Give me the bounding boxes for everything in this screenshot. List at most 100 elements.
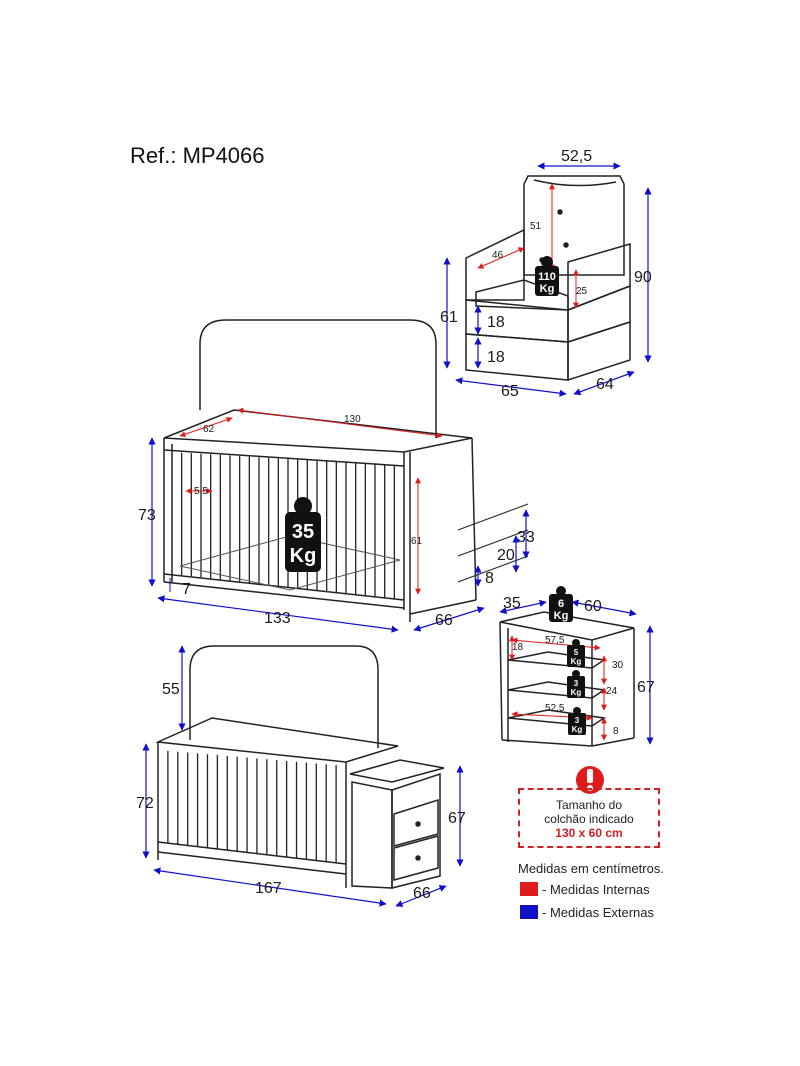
combo-base-rail: [157, 851, 347, 875]
svg-text:Kg: Kg: [571, 657, 582, 666]
crib-front-rail: [163, 449, 405, 467]
dresser-shelf-1: [507, 651, 607, 669]
mattress-size: 130 x 60 cm: [555, 826, 623, 840]
combo-drawer-2: [393, 835, 439, 881]
svg-text:Kg: Kg: [540, 283, 555, 295]
armchair-back-height: 51: [530, 221, 542, 232]
external-swatch: [520, 905, 538, 919]
mattress-notice: Tamanho do colchão indicado 130 x 60 cm: [518, 788, 660, 848]
combo-bottom-rail: [157, 841, 347, 865]
armchair-seat-depth: 46: [492, 250, 504, 261]
armchair-cushion-top: [533, 179, 617, 187]
armchair-width-top: 52,5: [561, 148, 592, 165]
crib-inner-height: 61: [411, 536, 423, 547]
legend-title: Medidas em centímetros.: [518, 861, 664, 876]
crib-bottom-rail: [163, 573, 405, 601]
dresser-drawing: [499, 611, 635, 747]
combo-headboard-height: 55: [162, 681, 180, 698]
combo-dresser-height: 67: [448, 810, 466, 827]
crib-headboard: [199, 319, 437, 438]
armchair-arm-height: 25: [576, 286, 588, 297]
svg-text:3: 3: [574, 679, 579, 688]
svg-text:110: 110: [538, 271, 556, 283]
crib-base-level-1: 33: [517, 529, 535, 546]
dresser-shelf-weight-icon-3: 3 Kg: [568, 707, 586, 735]
svg-text:35: 35: [292, 521, 314, 543]
dresser-drawer-height-1: 30: [612, 660, 624, 671]
armchair-cushion-2: [465, 333, 569, 381]
armchair-side-height: 61: [440, 309, 458, 326]
crib-mattress-base: [179, 535, 401, 591]
combo-slats: [167, 750, 337, 863]
svg-text:5: 5: [574, 648, 579, 657]
combo-drawing: [155, 645, 445, 889]
armchair-right-arm: [567, 243, 631, 312]
dresser-base-side: [591, 737, 635, 747]
crib-inner-length: 130: [344, 414, 361, 425]
dresser-inner-width-top: 57,5: [545, 635, 565, 646]
dresser-shelf-weight-icon-2: 3 Kg: [567, 670, 585, 698]
dresser-shelf-2: [507, 681, 607, 699]
armchair-left-arm: [465, 228, 525, 301]
armchair-backrest: [523, 175, 625, 276]
internal-swatch: [520, 882, 538, 896]
combo-depth: 66: [413, 885, 431, 902]
armchair-cushion-2-side: [567, 320, 631, 382]
dresser-inner-width-bottom: 52,5: [545, 703, 565, 714]
crib-inner-width: 62: [203, 424, 215, 435]
dresser-drawer-height-2: 24: [606, 686, 618, 697]
combo-length: 167: [255, 880, 282, 897]
combo-headboard: [189, 645, 379, 748]
crib-drawing: [163, 319, 477, 622]
svg-text:Kg: Kg: [290, 545, 317, 567]
crib-total-height: 73: [138, 507, 156, 524]
combo-dresser-side: [351, 781, 393, 889]
armchair-total-height: 90: [634, 269, 652, 286]
combo-dimensions: 55 72 67 167 66: [136, 645, 466, 907]
armchair-width: 65: [501, 383, 519, 400]
combo-dresser-front: [391, 772, 441, 889]
dresser-base: [501, 739, 593, 747]
crib-base-level-3: 8: [485, 570, 494, 587]
dresser-shelf-top: 18: [512, 642, 524, 653]
armchair-depth: 64: [596, 376, 614, 393]
crib-weight-icon: 35 Kg: [285, 497, 321, 572]
armchair-weight-icon: 110 Kg: [535, 256, 559, 296]
dresser-drawer-height-3: 8: [613, 726, 619, 737]
crib-slat-gap: 5,5: [194, 486, 208, 497]
dresser-left-side: [499, 621, 503, 741]
armchair-cushion-1: 18: [487, 314, 505, 331]
armchair-button: [563, 242, 569, 248]
crib-base-level-2: 20: [497, 547, 515, 564]
crib-dimensions: 130 62 5,5 61 73 7 133 66 33 20 8: [138, 407, 535, 633]
dresser-width: 60: [584, 598, 602, 615]
combo-drawer-1: [393, 798, 439, 847]
combo-dresser-top: [349, 759, 445, 783]
crib-slats: [181, 452, 395, 599]
svg-text:Kg: Kg: [554, 610, 569, 622]
crib-length: 133: [264, 610, 291, 627]
svg-text:6: 6: [558, 598, 564, 610]
legend-internal: - Medidas Internas: [542, 882, 650, 897]
dresser-shelf-weight-icon-1: 5 Kg: [567, 639, 585, 667]
armchair-seat: [475, 279, 569, 311]
svg-text:Kg: Kg: [571, 688, 582, 697]
combo-top-rail: [155, 717, 399, 763]
notice-line-2: colchão indicado: [544, 812, 634, 826]
reference-code: Ref.: MP4066: [130, 143, 265, 168]
crib-leg: 7: [182, 581, 191, 598]
combo-crib-height: 72: [136, 795, 154, 812]
dresser-depth: 35: [503, 595, 521, 612]
notice-line-1: Tamanho do: [555, 798, 623, 812]
dresser-top-weight-icon: 6 Kg: [549, 586, 573, 622]
dresser-height: 67: [637, 679, 655, 696]
svg-text:3: 3: [575, 716, 580, 725]
armchair-dimensions: 52,5 51 46 25 90 61 18 18 65 64: [440, 148, 652, 400]
crib-depth: 66: [435, 612, 453, 629]
svg-text:Kg: Kg: [572, 725, 583, 734]
legend-external: - Medidas Externas: [542, 905, 654, 920]
armchair-button: [557, 209, 563, 215]
armchair-cushion-2: 18: [487, 349, 505, 366]
